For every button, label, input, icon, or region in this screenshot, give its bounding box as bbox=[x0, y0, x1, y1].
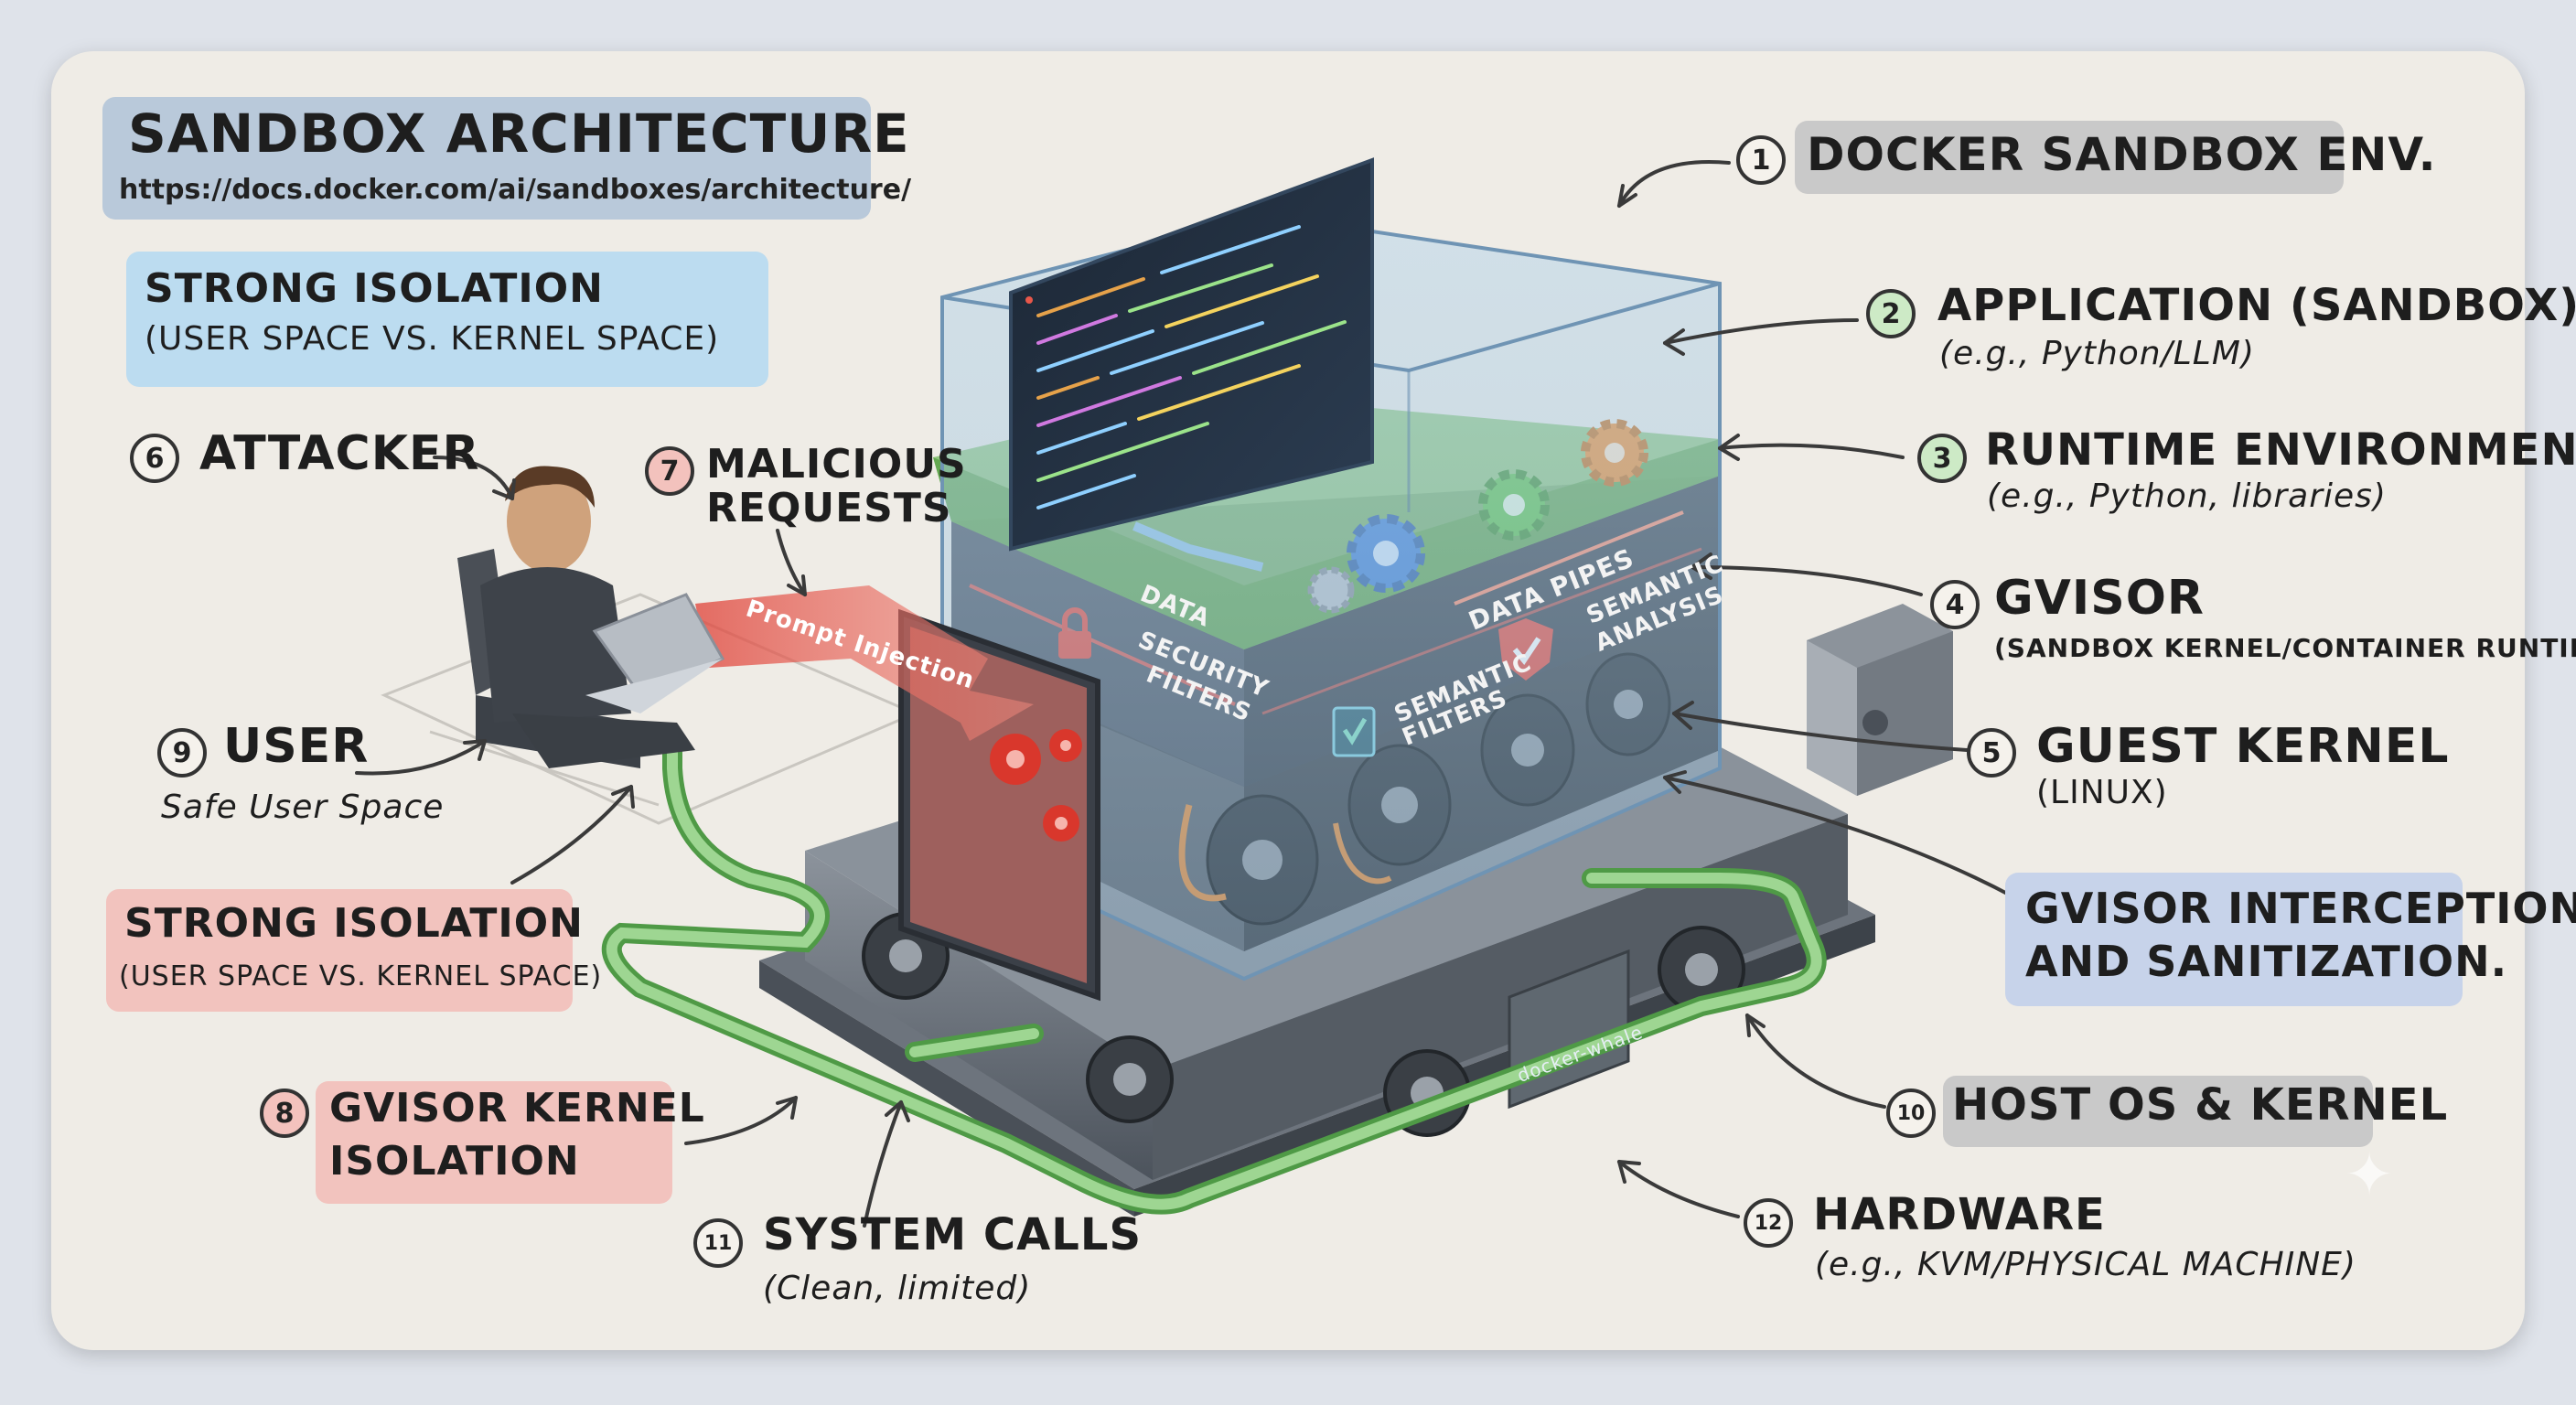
system-calls-label: SYSTEM CALLS bbox=[763, 1209, 1143, 1260]
strong-isolation-box-bottom bbox=[106, 889, 573, 1012]
number-badge-8: 8 bbox=[260, 1089, 309, 1138]
number-badge-6: 6 bbox=[130, 434, 179, 483]
guest-kernel-label: GUEST KERNEL bbox=[2036, 719, 2450, 774]
host-os-label: HOST OS & KERNEL bbox=[1952, 1079, 2449, 1131]
prompt-injection-arrow bbox=[695, 585, 1034, 741]
strong-isolation-subtitle-bottom: (USER SPACE VS. KERNEL SPACE) bbox=[119, 960, 603, 992]
runtime-sublabel: (e.g., Python, libraries) bbox=[1987, 477, 2387, 515]
user-label: USER bbox=[223, 719, 370, 774]
interception-box bbox=[2005, 873, 2463, 1006]
gvisor-kernel-label-line2: ISOLATION bbox=[329, 1138, 580, 1185]
docker-sandbox-label: DOCKER SANDBOX ENV. bbox=[1807, 128, 2437, 181]
application-sublabel: (e.g., Python/LLM) bbox=[1939, 335, 2255, 372]
number-badge-3: 3 bbox=[1917, 434, 1967, 483]
strong-isolation-subtitle-top: (USER SPACE VS. KERNEL SPACE) bbox=[145, 320, 720, 358]
gvisor-sublabel: (SANDBOX KERNEL/CONTAINER RUNTIME) bbox=[1994, 633, 2576, 663]
safe-icon bbox=[1807, 604, 1953, 796]
gvisor-label: GVISOR bbox=[1994, 571, 2205, 626]
docker-sandbox-box bbox=[1795, 121, 2344, 194]
system-calls-sublabel: (Clean, limited) bbox=[763, 1270, 1032, 1307]
number-badge-7: 7 bbox=[645, 446, 694, 496]
hardware-sublabel: (e.g., KVM/PHYSICAL MACHINE) bbox=[1815, 1246, 2356, 1283]
sparkle-icon: ✦ bbox=[2345, 1142, 2394, 1209]
interception-label-line2: AND SANITIZATION. bbox=[2025, 937, 2508, 986]
malicious-label-line2: REQUESTS bbox=[706, 485, 952, 531]
number-badge-1: 1 bbox=[1736, 135, 1786, 185]
guest-kernel-sublabel: (LINUX) bbox=[2036, 774, 2168, 811]
number-badge-12: 12 bbox=[1744, 1198, 1793, 1248]
attacker-figure bbox=[457, 466, 725, 768]
number-badge-5: 5 bbox=[1967, 728, 2016, 778]
docs-url: https://docs.docker.com/ai/sandboxes/arc… bbox=[119, 174, 912, 206]
number-badge-9: 9 bbox=[157, 728, 207, 778]
number-badge-10: 10 bbox=[1886, 1089, 1936, 1138]
title-box bbox=[102, 97, 871, 220]
docker-sandbox-cube bbox=[940, 157, 1722, 981]
strong-isolation-title-top: STRONG ISOLATION bbox=[145, 265, 604, 312]
number-badge-11: 11 bbox=[693, 1218, 743, 1268]
system-call-pipe bbox=[601, 735, 1827, 1215]
host-os-box bbox=[1943, 1076, 2373, 1147]
annotation-arrows bbox=[355, 160, 2014, 1228]
hardware-label: HARDWARE bbox=[1813, 1189, 2106, 1240]
gvisor-kernel-box bbox=[316, 1081, 672, 1204]
application-label: APPLICATION (SANDBOX) bbox=[1937, 280, 2576, 331]
attacker-label: ATTACKER bbox=[199, 426, 480, 481]
gvisor-kernel-label-line1: GVISOR KERNEL bbox=[329, 1085, 705, 1132]
malicious-label-line1: MALICIOUS bbox=[706, 441, 967, 488]
number-badge-2: 2 bbox=[1866, 289, 1916, 338]
page-title: SANDBOX ARCHITECTURE bbox=[128, 102, 910, 165]
code-lines bbox=[1036, 225, 1347, 509]
strong-isolation-box-top bbox=[126, 252, 768, 387]
interception-label-line1: GVISOR INTERCEPTION bbox=[2025, 884, 2576, 933]
runtime-label: RUNTIME ENVIRONMENT bbox=[1985, 424, 2576, 476]
user-sublabel: Safe User Space bbox=[161, 788, 445, 826]
strong-isolation-title-bottom: STRONG ISOLATION bbox=[124, 900, 584, 947]
number-badge-4: 4 bbox=[1930, 580, 1980, 629]
